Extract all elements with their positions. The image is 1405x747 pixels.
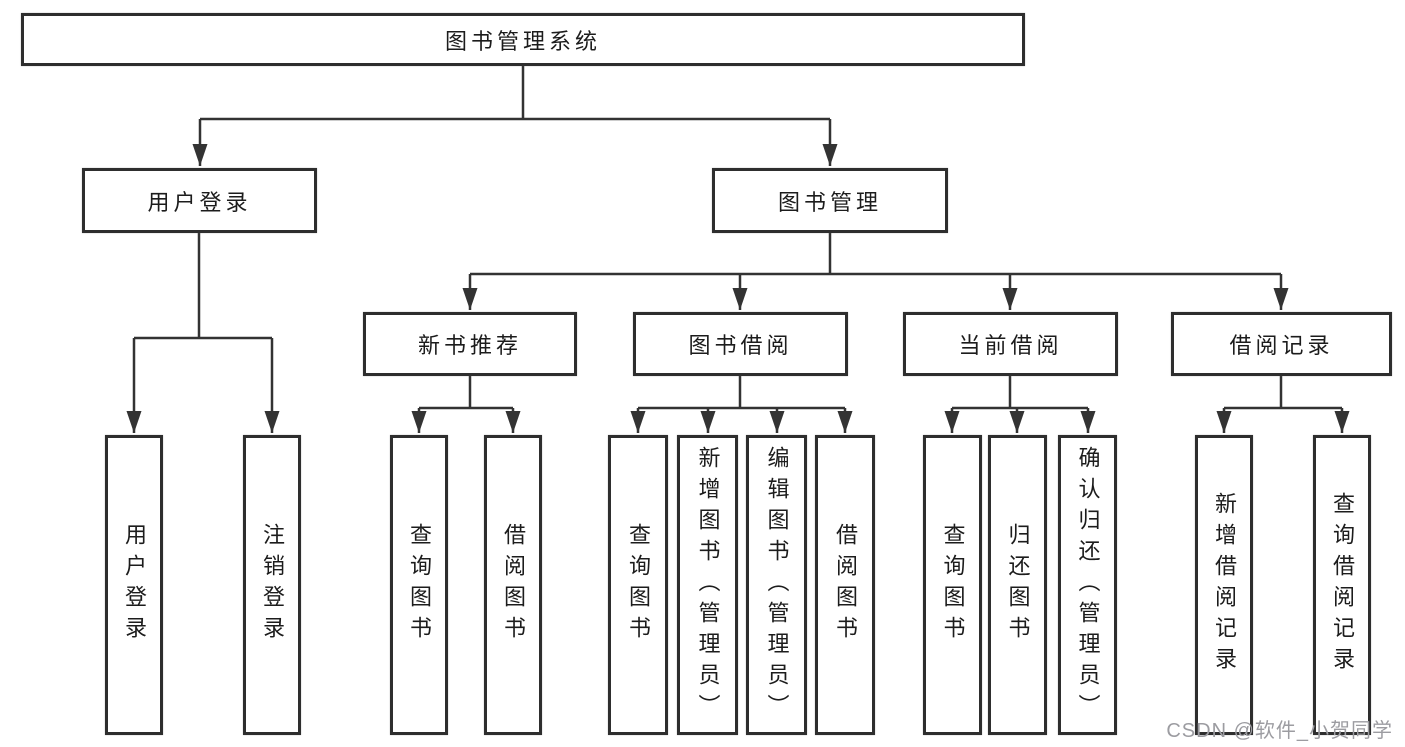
node-query-books-recommend: 查询图书 xyxy=(390,435,448,735)
node-query-books-current: 查询图书 xyxy=(923,435,982,735)
node-query-borrow-record: 查询借阅记录 xyxy=(1313,435,1371,735)
node-new-book-recommendation: 新书推荐 xyxy=(363,312,577,376)
edges-borrowing-records-group xyxy=(1216,376,1350,433)
edges-book-management-to-level3 xyxy=(462,233,1289,310)
node-library-management-system: 图书管理系统 xyxy=(21,13,1025,66)
node-book-management: 图书管理 xyxy=(712,168,948,233)
node-return-books: 归还图书 xyxy=(988,435,1047,735)
node-add-books-admin: 新增图书（管理员） xyxy=(677,435,738,735)
watermark-text: CSDN @软件_小贺同学 xyxy=(1166,720,1393,742)
node-edit-books-admin: 编辑图书（管理员） xyxy=(746,435,807,735)
node-borrowing-records: 借阅记录 xyxy=(1171,312,1392,376)
node-user-login: 用户登录 xyxy=(82,168,317,233)
edges-user-login-group xyxy=(126,233,280,433)
node-borrow-books-recommend: 借阅图书 xyxy=(484,435,542,735)
node-borrow-books-borrowing: 借阅图书 xyxy=(815,435,875,735)
node-query-books-borrowing: 查询图书 xyxy=(608,435,668,735)
node-current-borrowing: 当前借阅 xyxy=(903,312,1118,376)
node-add-borrow-record: 新增借阅记录 xyxy=(1195,435,1253,735)
edges-book-borrowing-group xyxy=(630,376,853,433)
node-book-borrowing: 图书借阅 xyxy=(633,312,848,376)
node-logout-action: 注销登录 xyxy=(243,435,301,735)
node-user-login-action: 用户登录 xyxy=(105,435,163,735)
edges-new-book-group xyxy=(411,376,521,433)
node-confirm-return-admin: 确认归还（管理员） xyxy=(1058,435,1117,735)
edges-root-to-level2 xyxy=(192,66,838,166)
edges-current-borrowing-group xyxy=(944,376,1096,433)
